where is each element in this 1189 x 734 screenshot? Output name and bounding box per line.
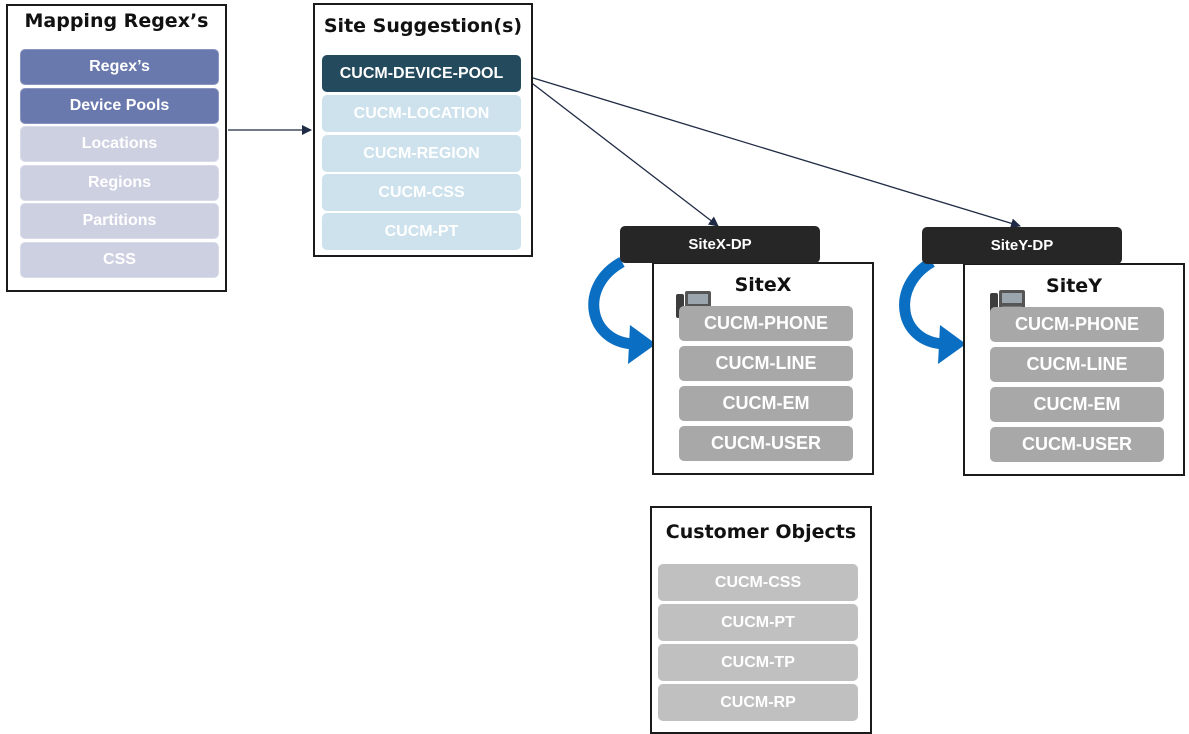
- mapping-item-regions[interactable]: Regions: [20, 165, 219, 201]
- customer-objects-panel: Customer Objects CUCM-CSS CUCM-PT CUCM-T…: [650, 506, 872, 734]
- sitey-item-user[interactable]: CUCM-USER: [990, 427, 1164, 462]
- suggestion-region[interactable]: CUCM-REGION: [322, 135, 521, 172]
- arrow-devicepool-to-sitey: [519, 73, 1021, 229]
- sitex-item-line[interactable]: CUCM-LINE: [679, 346, 853, 381]
- sitey-panel: SiteY CUCM-PHONE CUCM-LINE CUCM-EM CUCM-…: [963, 263, 1185, 476]
- site-suggestions-title: Site Suggestion(s): [323, 15, 523, 37]
- suggestion-pt[interactable]: CUCM-PT: [322, 213, 521, 250]
- suggestion-css[interactable]: CUCM-CSS: [322, 174, 521, 211]
- sitey-item-phone[interactable]: CUCM-PHONE: [990, 307, 1164, 342]
- sitey-title: SiteY: [1046, 275, 1102, 297]
- mapping-regex-panel: Mapping Regex’s Regex’s Device Pools Loc…: [6, 4, 227, 292]
- mapping-regex-title: Mapping Regex’s: [24, 10, 209, 32]
- suggestion-location[interactable]: CUCM-LOCATION: [322, 95, 521, 132]
- sitey-dp-tag[interactable]: SiteY-DP: [922, 227, 1122, 264]
- mapping-item-device-pools[interactable]: Device Pools: [20, 88, 219, 124]
- sitex-title: SiteX: [734, 274, 792, 296]
- arrow-devicepool-to-sitex: [519, 73, 719, 227]
- suggestion-device-pool[interactable]: CUCM-DEVICE-POOL: [322, 55, 521, 92]
- loop-arrow-sitex: [588, 257, 635, 350]
- customer-item-css[interactable]: CUCM-CSS: [658, 564, 858, 601]
- loop-arrow-sitey: [899, 257, 945, 350]
- customer-item-pt[interactable]: CUCM-PT: [658, 604, 858, 641]
- mapping-item-locations[interactable]: Locations: [20, 126, 219, 162]
- sitey-item-em[interactable]: CUCM-EM: [990, 387, 1164, 422]
- customer-item-tp[interactable]: CUCM-TP: [658, 644, 858, 681]
- customer-item-rp[interactable]: CUCM-RP: [658, 684, 858, 721]
- sitex-dp-tag[interactable]: SiteX-DP: [620, 226, 820, 263]
- sitey-item-line[interactable]: CUCM-LINE: [990, 347, 1164, 382]
- sitex-item-phone[interactable]: CUCM-PHONE: [679, 306, 853, 341]
- mapping-item-css[interactable]: CSS: [20, 242, 219, 278]
- mapping-item-regex[interactable]: Regex’s: [20, 49, 219, 85]
- sitex-panel: SiteX CUCM-PHONE CUCM-LINE CUCM-EM CUCM-…: [652, 262, 874, 475]
- site-suggestions-panel: Site Suggestion(s) CUCM-DEVICE-POOL CUCM…: [313, 3, 533, 257]
- sitex-item-user[interactable]: CUCM-USER: [679, 426, 853, 461]
- loop-arrowhead-sitex: [628, 325, 656, 364]
- loop-arrowhead-sitey: [938, 325, 966, 364]
- customer-objects-title: Customer Objects: [665, 521, 857, 543]
- mapping-item-partitions[interactable]: Partitions: [20, 203, 219, 239]
- sitex-item-em[interactable]: CUCM-EM: [679, 386, 853, 421]
